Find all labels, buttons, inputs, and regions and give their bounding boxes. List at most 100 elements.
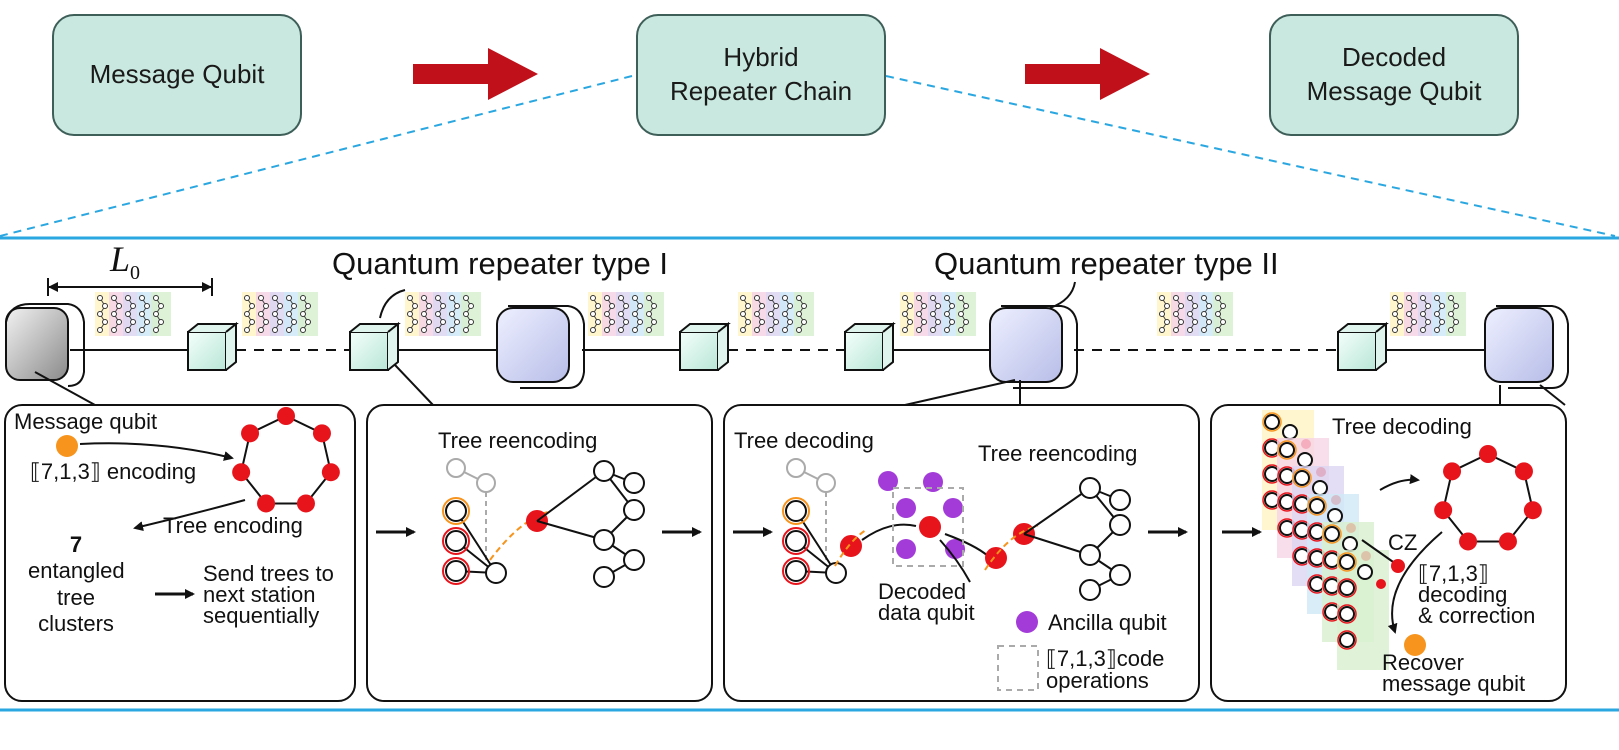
tree-cluster-node bbox=[125, 295, 131, 301]
tree-cluster-node bbox=[1178, 319, 1184, 325]
stacked-tree-node bbox=[1279, 520, 1295, 536]
code-qubit-node bbox=[1479, 445, 1497, 463]
tree-cluster-node bbox=[272, 295, 278, 301]
tree-cluster-node bbox=[745, 319, 751, 325]
code-qubit-node bbox=[1459, 532, 1478, 551]
tree-cluster-node bbox=[463, 295, 469, 301]
bell-pair-link bbox=[834, 529, 867, 567]
p1-message-qubit-label: Message qubit bbox=[14, 409, 158, 434]
tree-cluster-node bbox=[1434, 295, 1440, 301]
tree-cluster-node bbox=[1187, 311, 1193, 317]
tree-cluster-node bbox=[286, 327, 292, 333]
tree-cluster-node bbox=[244, 327, 250, 333]
stacked-tree-node bbox=[1309, 498, 1325, 514]
tree-reencoding-graph bbox=[442, 458, 645, 588]
steane-code-heptagon bbox=[232, 407, 340, 513]
tree-cluster-node bbox=[782, 327, 788, 333]
ancilla-qubit bbox=[945, 539, 965, 559]
tree-cluster-node bbox=[782, 295, 788, 301]
tree-cluster-node bbox=[1406, 295, 1412, 301]
tree-cluster-node bbox=[125, 311, 131, 317]
tree-cluster-card bbox=[1446, 292, 1466, 336]
tree-cluster-node bbox=[249, 319, 255, 325]
tree-cluster-node bbox=[272, 311, 278, 317]
tree-cluster-node bbox=[440, 319, 446, 325]
tree-cluster-node bbox=[1453, 319, 1459, 325]
code-qubit-node bbox=[312, 424, 331, 443]
code-operations-box bbox=[892, 487, 964, 567]
tree-cluster-node bbox=[468, 319, 474, 325]
graph-node bbox=[593, 529, 615, 551]
tree-cluster-node bbox=[1392, 327, 1398, 333]
graph-node bbox=[623, 472, 645, 494]
ancilla-qubit bbox=[943, 498, 963, 518]
sender-station-cube bbox=[5, 303, 85, 387]
tree-cluster-node bbox=[618, 327, 624, 333]
tree-cluster-node bbox=[116, 319, 122, 325]
node-ring bbox=[442, 557, 470, 585]
transfer-arrow bbox=[861, 523, 917, 541]
tree-cluster-node bbox=[449, 295, 455, 301]
tree-cluster-node bbox=[158, 303, 164, 309]
tree-cluster-node bbox=[153, 327, 159, 333]
stacked-tree-ring bbox=[1307, 496, 1327, 516]
ancilla-qubit bbox=[878, 471, 898, 491]
tree-cluster-node bbox=[286, 311, 292, 317]
tree-cluster-node bbox=[759, 319, 765, 325]
tree-cluster-node bbox=[139, 327, 145, 333]
tree-cluster-node bbox=[426, 303, 432, 309]
tree-cluster-node bbox=[590, 327, 596, 333]
tree-cluster-node bbox=[646, 295, 652, 301]
tree-cluster-node bbox=[595, 319, 601, 325]
repeater-type1-label: Quantum repeater type I bbox=[332, 246, 669, 281]
node-ring bbox=[442, 527, 470, 555]
panel-repeater-type1 bbox=[366, 404, 713, 702]
tree-cluster-node bbox=[263, 319, 269, 325]
tree-cluster-node bbox=[300, 311, 306, 317]
tree-cluster-node bbox=[759, 303, 765, 309]
stacked-tree-node bbox=[1309, 524, 1325, 540]
type1-leader bbox=[379, 289, 406, 319]
hybrid-repeater-chain-box: Hybrid Repeater Chain bbox=[636, 14, 886, 136]
tree-cluster-node bbox=[902, 295, 908, 301]
tree-cluster-node bbox=[272, 327, 278, 333]
code-qubit-node bbox=[1498, 532, 1517, 551]
tree-cluster-node bbox=[623, 303, 629, 309]
tree-cluster-node bbox=[426, 319, 432, 325]
tree-cluster-node bbox=[1439, 319, 1445, 325]
stacked-tree-node bbox=[1309, 576, 1325, 592]
stacked-tree-node bbox=[1294, 496, 1310, 512]
stacked-tree-node bbox=[1324, 604, 1340, 620]
ancilla-qubit bbox=[896, 498, 916, 518]
tree-cluster-node bbox=[111, 311, 117, 317]
tree-cluster-node bbox=[916, 295, 922, 301]
tree-cluster-node bbox=[1406, 311, 1412, 317]
tree-cluster-node bbox=[102, 303, 108, 309]
tree-cluster-node bbox=[944, 295, 950, 301]
tree-cluster-node bbox=[1201, 327, 1207, 333]
tree-cluster-node bbox=[754, 327, 760, 333]
zoom-connectors bbox=[34, 364, 1566, 406]
tree-cluster-node bbox=[1206, 303, 1212, 309]
graph-node bbox=[786, 458, 806, 478]
tree-cluster-node bbox=[144, 319, 150, 325]
tree-cluster-node bbox=[1411, 319, 1417, 325]
tree-cluster-node bbox=[244, 295, 250, 301]
graph-node bbox=[593, 566, 615, 588]
tree-cluster-node bbox=[930, 327, 936, 333]
stacked-tree-node bbox=[1339, 632, 1355, 648]
graph-edge bbox=[536, 470, 605, 522]
tree-cluster-node bbox=[1420, 295, 1426, 301]
graph-node bbox=[623, 499, 645, 521]
tree-cluster-node bbox=[1434, 311, 1440, 317]
stacked-tree-node bbox=[1279, 494, 1295, 510]
tree-cluster-node bbox=[1215, 295, 1221, 301]
tree-cluster-node bbox=[651, 303, 657, 309]
tree-cluster-node bbox=[300, 295, 306, 301]
tree-cluster-card bbox=[151, 292, 171, 336]
tree-cluster-node bbox=[632, 295, 638, 301]
stacked-tree-node bbox=[1264, 414, 1280, 430]
tree-cluster-node bbox=[787, 319, 793, 325]
graph-node bbox=[623, 549, 645, 571]
tree-cluster-node bbox=[1448, 311, 1454, 317]
